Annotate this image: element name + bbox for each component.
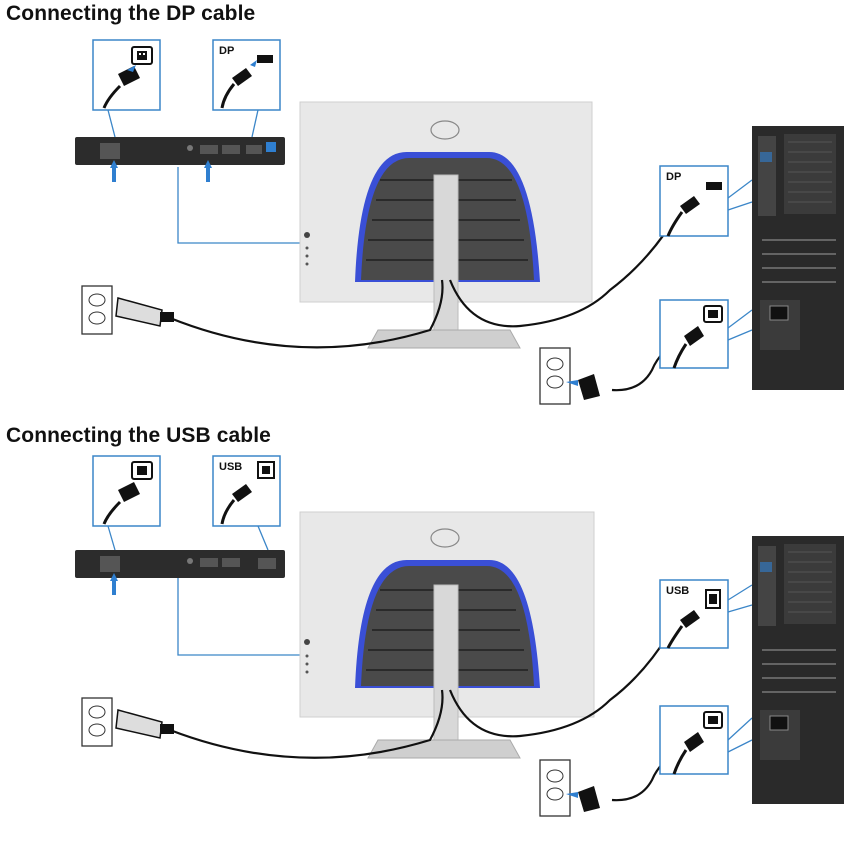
desktop-tower-icon bbox=[752, 536, 844, 804]
cable-label-usb: USB bbox=[219, 461, 242, 473]
cable-label-dp: DP bbox=[219, 45, 234, 57]
section-title-usb: Connecting the USB cable bbox=[6, 424, 271, 447]
usb-connection-diagram: USB bbox=[75, 455, 844, 817]
dp-connector-callout: DP bbox=[212, 39, 281, 111]
pc-power-callout bbox=[659, 299, 729, 369]
arrow-up-icon bbox=[110, 160, 212, 182]
usb-connector-icon bbox=[220, 461, 275, 525]
power-plug-icon bbox=[566, 786, 600, 812]
monitor-icon bbox=[299, 101, 593, 349]
io-panel bbox=[75, 137, 285, 165]
pc-usb-callout: USB bbox=[659, 579, 729, 649]
wall-outlet-icon bbox=[81, 697, 113, 747]
dp-connection-diagram: DP bbox=[75, 39, 844, 405]
pc-power-callout bbox=[659, 705, 729, 775]
pc-dp-callout: DP bbox=[659, 165, 729, 237]
section-title-dp: Connecting the DP cable bbox=[6, 2, 256, 25]
desktop-tower-icon bbox=[752, 126, 844, 390]
power-port-callout bbox=[92, 455, 161, 527]
power-port-icon bbox=[131, 461, 153, 480]
dell-logo-icon bbox=[430, 528, 460, 548]
wall-outlet-icon bbox=[81, 285, 113, 335]
power-port-icon bbox=[131, 46, 153, 65]
wall-outlet-icon bbox=[539, 759, 571, 817]
power-plug-icon bbox=[102, 66, 140, 109]
pc-cable-label-usb: USB bbox=[666, 585, 689, 597]
power-port-callout bbox=[92, 39, 161, 111]
insert-arrow-icon bbox=[250, 60, 257, 67]
power-plug-icon bbox=[102, 482, 140, 525]
io-panel bbox=[75, 550, 285, 578]
usb-connector-callout: USB bbox=[212, 455, 281, 527]
power-plug-icon bbox=[115, 709, 174, 739]
arrow-up-icon bbox=[110, 573, 118, 595]
power-plug-icon bbox=[115, 297, 174, 327]
dell-logo-icon bbox=[430, 120, 460, 140]
power-plug-icon bbox=[566, 374, 600, 400]
dp-connector-icon bbox=[220, 55, 273, 109]
insert-arrow-icon bbox=[127, 65, 136, 72]
monitor-icon bbox=[299, 511, 595, 759]
pc-cable-label-dp: DP bbox=[666, 171, 681, 183]
wall-outlet-icon bbox=[539, 347, 571, 405]
